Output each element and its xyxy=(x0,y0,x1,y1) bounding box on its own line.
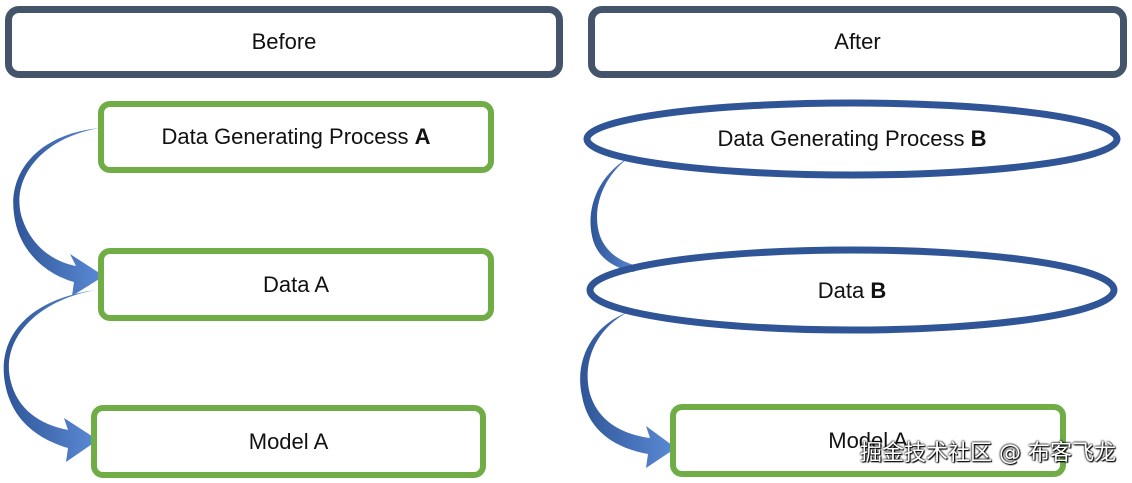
model-label-before: Model A xyxy=(248,428,329,454)
ellipse-data-after xyxy=(586,246,1118,334)
dgp-label-after: Data Generating Process B xyxy=(717,126,987,151)
arrow-data-to-model-before xyxy=(3,290,99,462)
before-title: Before xyxy=(251,29,317,54)
arrow-data-to-model-after xyxy=(580,312,676,468)
model-box-before: Model A xyxy=(91,405,486,478)
after-header: After xyxy=(588,6,1127,78)
model-box-after: Model A xyxy=(670,404,1066,477)
data-label-before: Data A xyxy=(262,271,330,297)
after-title: After xyxy=(834,29,881,54)
arrow-dgp-to-data-after xyxy=(590,158,638,272)
ellipse-dgp-after xyxy=(583,99,1121,179)
before-header: Before xyxy=(5,6,563,78)
dgp-label-before: Data Generating Process A xyxy=(161,124,431,149)
data-label-after: Data B xyxy=(817,278,887,303)
model-label-after: Model A xyxy=(828,427,908,453)
dgp-box-before: Data Generating Process A xyxy=(98,101,494,173)
watermark: 掘金技术社区 @ 布客飞龙 xyxy=(860,441,1116,466)
data-box-before: Data A xyxy=(98,248,494,321)
arrow-dgp-to-data-before xyxy=(13,128,105,296)
